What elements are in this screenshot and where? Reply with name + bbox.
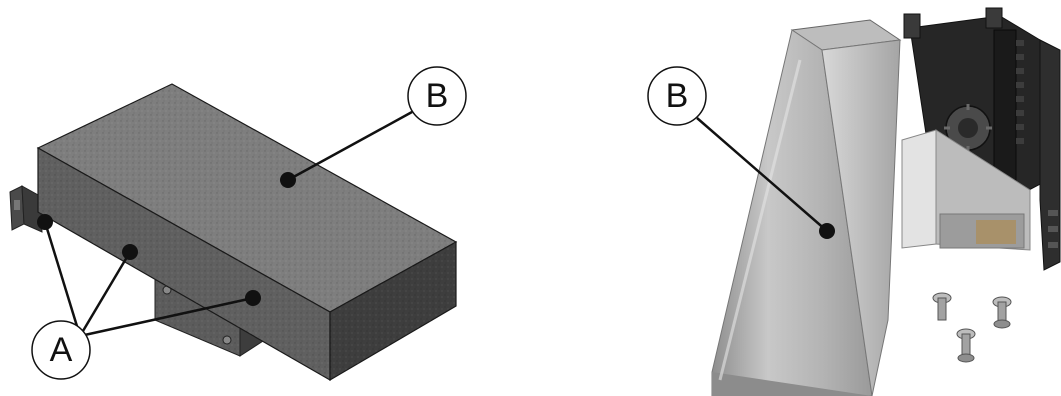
cover-box-right [711,19,902,396]
callout-lines-left [43,110,413,338]
left-panel-illustration: B A [9,66,467,382]
callout-dot-a-2 [122,244,138,260]
screw-2 [992,296,1012,329]
callout-bubble-b-left: B [407,66,467,126]
callout-label-b-left: B [426,77,449,115]
callout-dot-b-right [819,223,835,239]
callout-dot-a-1 [37,214,53,230]
right-panel-photo: B [647,7,1061,396]
callout-bubble-a: A [31,320,91,380]
screw-1 [932,292,952,321]
callout-line-b-right [696,117,828,232]
silver-drive-housing [901,129,1031,251]
callout-bubble-b-right: B [647,66,707,126]
screw-3 [956,328,976,363]
left-end-bracket [9,185,43,233]
callout-dot-b-left [280,172,296,188]
cover-box-left [36,83,458,382]
callout-label-a: A [50,331,73,369]
callout-dot-a-3 [245,290,261,306]
callout-label-b-right: B [666,77,689,115]
